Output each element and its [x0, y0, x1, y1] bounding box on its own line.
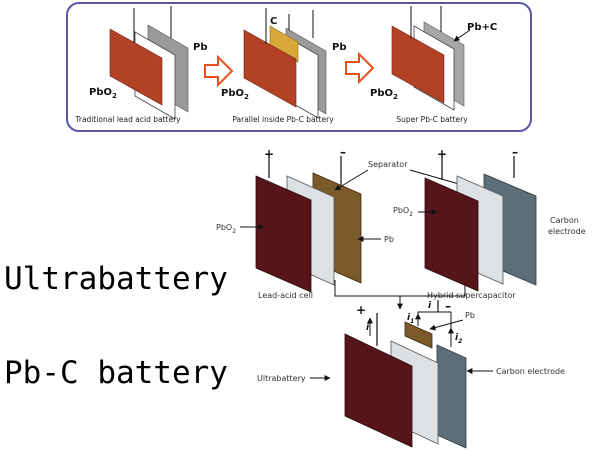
top-panel: Pb PbO2 Traditional lead acid battery C …: [66, 2, 532, 132]
hybrid-supercapacitor: + – PbO2 Carbon electrode Hybrid superca…: [393, 145, 586, 300]
combine-bracket: [334, 280, 466, 310]
process-arrow-icon: [345, 51, 375, 85]
stage-super: Pb+C PbO2 Super Pb-C battery: [370, 6, 497, 124]
pbo2-plate: [109, 28, 163, 106]
pointer-line: [334, 169, 369, 191]
plus-sign: +: [264, 147, 274, 161]
plus-sign: +: [437, 147, 447, 161]
pbo2-plate: [243, 29, 297, 108]
process-arrow-icon: [204, 54, 234, 88]
cell-caption: Hybrid supercapacitor: [427, 291, 516, 300]
pbo2-electrode: [424, 177, 479, 292]
lead-acid-cell: + – PbO2 Pb Lead-acid cell: [216, 145, 394, 300]
pbo2-label: PbO2: [393, 206, 413, 218]
pbc-label: Pb+C: [467, 22, 497, 33]
pb-label: Pb: [332, 42, 347, 53]
pbo2-plate: [391, 25, 445, 104]
pbo2-electrode: [255, 175, 312, 293]
pointer-line: [429, 319, 464, 331]
pb-label: Pb: [465, 311, 475, 320]
separator-callout: Separator: [334, 160, 467, 191]
pbo2-label: PbO2: [221, 88, 249, 101]
pbo2-label: PbO2: [216, 223, 236, 235]
minus-sign: –: [445, 299, 451, 313]
pbo2-label: PbO2: [370, 88, 398, 101]
pbo2-label: PbO2: [89, 87, 117, 100]
stage-caption: Traditional lead acid battery: [74, 115, 181, 124]
carbon-label: Carbon: [550, 216, 579, 225]
current-label: i: [366, 323, 370, 333]
i1-label: i1: [407, 313, 414, 325]
stage-traditional: Pb PbO2 Traditional lead acid battery: [74, 6, 208, 124]
pbo2-electrode: [344, 333, 413, 448]
pointer-line: [453, 29, 471, 42]
cell-caption: Lead-acid cell: [258, 291, 313, 300]
carbon-label: Carbon electrode: [496, 367, 565, 376]
carbon-plate: [269, 25, 299, 63]
current-label: i: [428, 301, 432, 311]
pb-label: Pb: [193, 42, 208, 53]
separator-label: Separator: [368, 160, 408, 169]
i2-label: i2: [455, 333, 462, 345]
ultrabattery-label: Ultrabattery: [257, 374, 306, 383]
big-label-ultrabattery: Ultrabattery: [4, 261, 228, 297]
stage-caption: Super Pb-C battery: [396, 115, 468, 124]
stage-caption: Parallel inside Pb-C battery: [232, 115, 334, 124]
pb-electrode: [404, 321, 433, 349]
ultrabattery-cell: + i – i i1 i2 Pb Ultrabattery Carbon ele…: [257, 299, 565, 449]
minus-sign: –: [512, 145, 518, 159]
c-label: C: [270, 16, 277, 27]
pb-label: Pb: [384, 235, 394, 244]
carbon-electrode: [436, 344, 467, 449]
big-label-pbc-battery: Pb-C battery: [4, 355, 228, 391]
minus-sign: –: [340, 145, 346, 159]
plus-sign: +: [356, 303, 366, 317]
carbon-label: electrode: [548, 227, 586, 236]
stage-parallel: C Pb PbO2 Parallel inside Pb-C battery: [221, 8, 347, 124]
